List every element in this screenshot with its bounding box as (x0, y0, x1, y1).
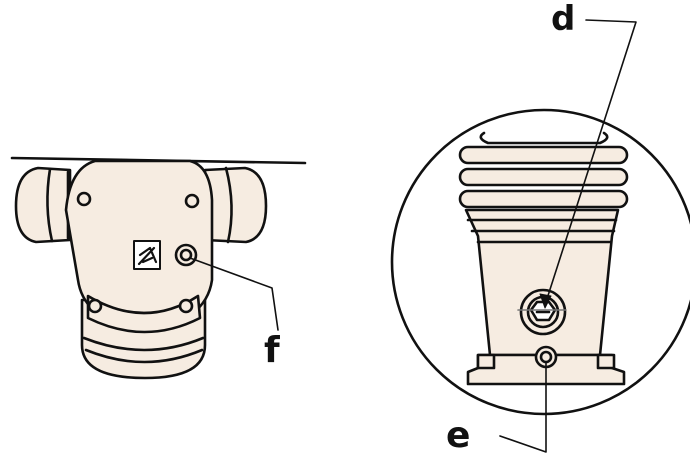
warning-label-icon (133, 240, 161, 270)
bellows-top-spring (479, 131, 609, 145)
screw-bottom-right (178, 298, 194, 314)
callout-label-f: f (264, 330, 280, 371)
right-side-arm (203, 166, 268, 244)
leader-arrowhead-d (539, 293, 552, 309)
callout-label-d: d (551, 0, 576, 39)
callout-label-e: e (446, 415, 471, 456)
housing-screws (76, 191, 200, 314)
detail-magnifier-circle (390, 108, 690, 416)
bellows-ring-1 (458, 145, 629, 165)
housing-lower-plate (86, 294, 202, 334)
leader-line-e (499, 361, 547, 453)
base-collar-ring-1 (82, 336, 205, 352)
flange-tab-left (476, 353, 496, 370)
connector-detail-view (390, 19, 690, 453)
left-side-arm (14, 166, 72, 244)
base-collar-ring-2 (84, 348, 204, 364)
screw-top-left (76, 191, 92, 207)
leader-line-d (544, 19, 637, 306)
screw-top-right (184, 193, 200, 209)
right-arm-bracket (224, 166, 233, 244)
bellows-ring-2 (458, 167, 629, 187)
screw-bottom-left (87, 298, 103, 314)
leader-line-f (189, 257, 279, 331)
bellows-ring-3 (458, 189, 629, 209)
port-f-icon (174, 243, 198, 267)
fitting-d-icon (517, 288, 567, 336)
camera-bottom-view (10, 156, 307, 380)
flange-tab-right (596, 353, 616, 370)
